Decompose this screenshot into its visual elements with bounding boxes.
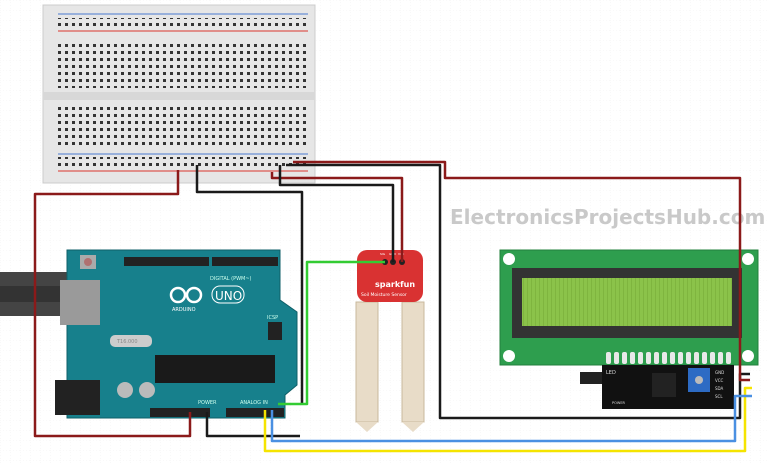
lcd-header-pin <box>702 352 707 364</box>
lcd-screen <box>522 278 732 326</box>
led-jumper <box>580 372 602 384</box>
soil-moisture-sensor: SIG GND VCC sparkfun Soil Moisture Senso… <box>355 250 425 432</box>
svg-text:LED: LED <box>606 370 616 376</box>
lcd-header-pin <box>710 352 715 364</box>
svg-text:GND: GND <box>715 370 724 375</box>
usb-port <box>60 280 100 325</box>
crystal <box>110 335 152 347</box>
lcd-header-pin <box>678 352 683 364</box>
svg-text:ICSP: ICSP <box>267 315 278 321</box>
lcd-header-pin <box>694 352 699 364</box>
lcd-header-pin <box>622 352 627 364</box>
svg-text:ARDUINO: ARDUINO <box>172 307 196 313</box>
capacitor <box>117 382 133 398</box>
svg-text:POWER: POWER <box>612 401 626 405</box>
svg-text:POWER: POWER <box>198 400 217 406</box>
lcd-header-pin <box>606 352 611 364</box>
svg-text:SIG: SIG <box>380 252 386 256</box>
svg-text:UNO: UNO <box>215 289 242 303</box>
svg-text:SCL: SCL <box>715 394 723 399</box>
digital-header <box>124 257 209 266</box>
power-jack <box>55 380 100 415</box>
lcd-header-pin <box>614 352 619 364</box>
lcd-header-pin <box>726 352 731 364</box>
black-wire-arduino-gnd-2[interactable] <box>205 412 300 438</box>
red-wire-lcd-vcc[interactable] <box>293 160 750 382</box>
analog-header <box>226 408 284 417</box>
black-wire-lcd-gnd[interactable] <box>286 163 750 420</box>
lcd-header-pin <box>646 352 651 364</box>
lcd-header-pin <box>670 352 675 364</box>
lcd-header-pin <box>630 352 635 364</box>
icsp-header <box>268 322 282 340</box>
power-header <box>150 408 210 417</box>
svg-text:SDA: SDA <box>715 386 724 391</box>
red-wire-sensor-vcc[interactable] <box>270 172 404 262</box>
yellow-wire-sda[interactable] <box>263 386 752 453</box>
lcd-header-pin <box>718 352 723 364</box>
reset-button[interactable] <box>84 258 92 266</box>
svg-text:VCC: VCC <box>715 378 724 383</box>
arduino-uno: T16.000 UNO ARDUINO DIGITAL (PWM~) POWER… <box>55 249 298 419</box>
arduino-logo: UNO ARDUINO <box>169 285 245 313</box>
watermark: ElectronicsProjectsHub.com <box>450 205 765 229</box>
black-wire-sensor-gnd[interactable] <box>278 165 395 262</box>
blue-wire-scl[interactable] <box>270 394 752 443</box>
svg-text:Soil Moisture Sensor: Soil Moisture Sensor <box>361 292 407 298</box>
lcd-header-pin <box>654 352 659 364</box>
breadboard <box>42 4 316 184</box>
i2c-module: LED POWER GND VCC SDA SCL <box>580 365 734 409</box>
lcd-header-pin <box>686 352 691 364</box>
atmega-chip <box>155 355 275 383</box>
red-wire-arduino-5v[interactable] <box>33 170 192 438</box>
svg-text:DIGITAL (PWM~): DIGITAL (PWM~) <box>210 276 252 282</box>
green-wire-sensor-signal[interactable] <box>278 260 385 406</box>
lcd-header-pin <box>662 352 667 364</box>
svg-text:ANALOG IN: ANALOG IN <box>240 400 268 406</box>
svg-text:T16.000: T16.000 <box>116 339 138 345</box>
svg-text:sparkfun: sparkfun <box>375 280 415 289</box>
capacitor <box>139 382 155 398</box>
lcd-16x2 <box>499 249 759 366</box>
lcd-header-pin <box>638 352 643 364</box>
black-wire-arduino-gnd[interactable] <box>195 165 304 405</box>
